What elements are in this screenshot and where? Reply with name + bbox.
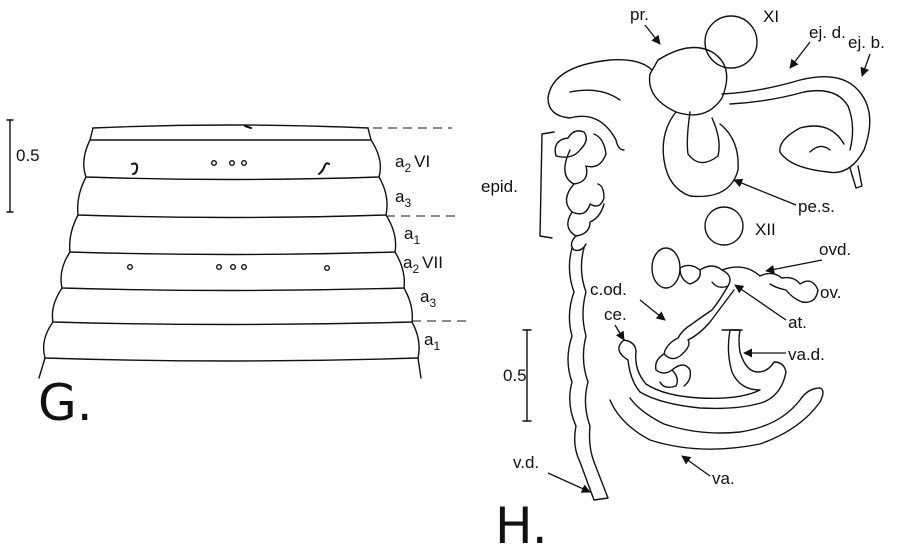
scale-bar-g bbox=[7, 120, 13, 212]
segment-label-a3-upper: a3 bbox=[395, 187, 411, 210]
panel-h: 0.5 pr. XI ej. d. ej. b. epid. pe.s. XII… bbox=[481, 5, 885, 547]
segment-label-a1-lower: a1 bbox=[424, 330, 440, 353]
segment-label-a1-upper: a1 bbox=[404, 224, 420, 247]
label-c-od: c.od. bbox=[590, 280, 627, 299]
label-at: at. bbox=[788, 313, 807, 332]
panel-letter-h: H. bbox=[495, 497, 548, 547]
label-xii: XII bbox=[755, 220, 776, 239]
label-v-d: v.d. bbox=[513, 453, 539, 472]
prostate-complex bbox=[548, 48, 870, 197]
label-xi: XI bbox=[763, 7, 779, 26]
scale-label-g: 0.5 bbox=[16, 146, 40, 165]
label-ej-d: ej. d. bbox=[809, 23, 846, 42]
epididymis-coil bbox=[555, 131, 606, 251]
scale-label-h: 0.5 bbox=[503, 366, 527, 385]
panel-g: 0.5 bbox=[7, 120, 472, 432]
label-ce: ce. bbox=[604, 305, 627, 324]
label-va: va. bbox=[712, 469, 735, 488]
segment-ball-xii bbox=[705, 207, 743, 245]
segment-ball-xi bbox=[705, 16, 757, 68]
label-ov: ov. bbox=[820, 283, 841, 302]
label-ovd: ovd. bbox=[819, 240, 851, 259]
epid-bracket bbox=[540, 132, 554, 238]
panel-letter-g: G. bbox=[38, 374, 93, 432]
label-epid: epid. bbox=[481, 177, 518, 196]
label-pe-s: pe.s. bbox=[798, 197, 835, 216]
pores-segment-vii bbox=[128, 265, 330, 271]
pores-segment-vi bbox=[132, 161, 329, 174]
label-va-d: va.d. bbox=[788, 345, 825, 364]
label-ej-b: ej. b. bbox=[848, 33, 885, 52]
segment-label-a3-lower: a3 bbox=[420, 287, 436, 310]
label-pr: pr. bbox=[630, 5, 649, 24]
